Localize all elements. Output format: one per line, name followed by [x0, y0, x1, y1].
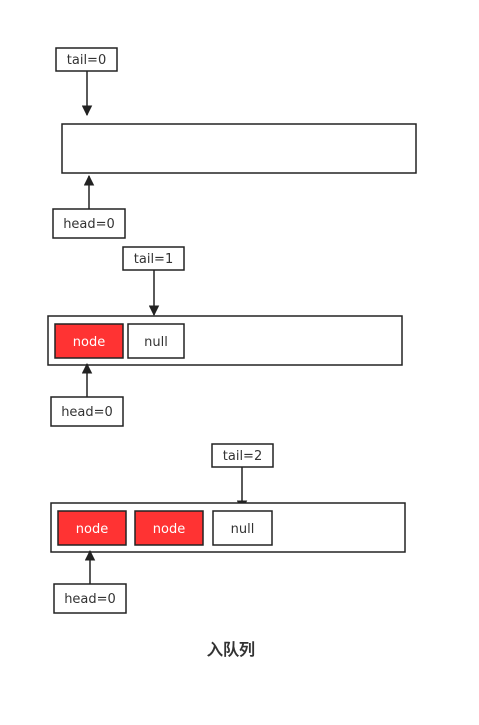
null-cell	[127, 323, 185, 359]
diagram-caption: 入队列	[207, 640, 255, 659]
head-label-box	[50, 396, 124, 427]
node-cell-label: node	[73, 335, 105, 350]
node-cell-label: node	[76, 522, 108, 537]
null-cell-label: null	[144, 335, 168, 350]
node-cell	[54, 323, 124, 359]
null-cell-label: null	[231, 522, 255, 537]
step-1: tail=1 node null head=0	[47, 246, 403, 427]
node-cell	[57, 510, 127, 546]
tail-label: tail=2	[223, 449, 262, 464]
node-cell-label: node	[153, 522, 185, 537]
null-cell	[212, 510, 273, 546]
head-label-box	[53, 583, 127, 614]
tail-label: tail=1	[134, 252, 173, 267]
step-0: tail=0 head=0	[52, 47, 417, 239]
tail-label: tail=0	[67, 53, 106, 68]
queue-container	[61, 123, 417, 174]
head-label: head=0	[61, 405, 113, 420]
step-2: tail=2 node node null head=0	[50, 443, 406, 614]
node-cell	[134, 510, 204, 546]
head-label-box	[52, 208, 126, 239]
head-label: head=0	[63, 217, 115, 232]
head-label: head=0	[64, 592, 116, 607]
